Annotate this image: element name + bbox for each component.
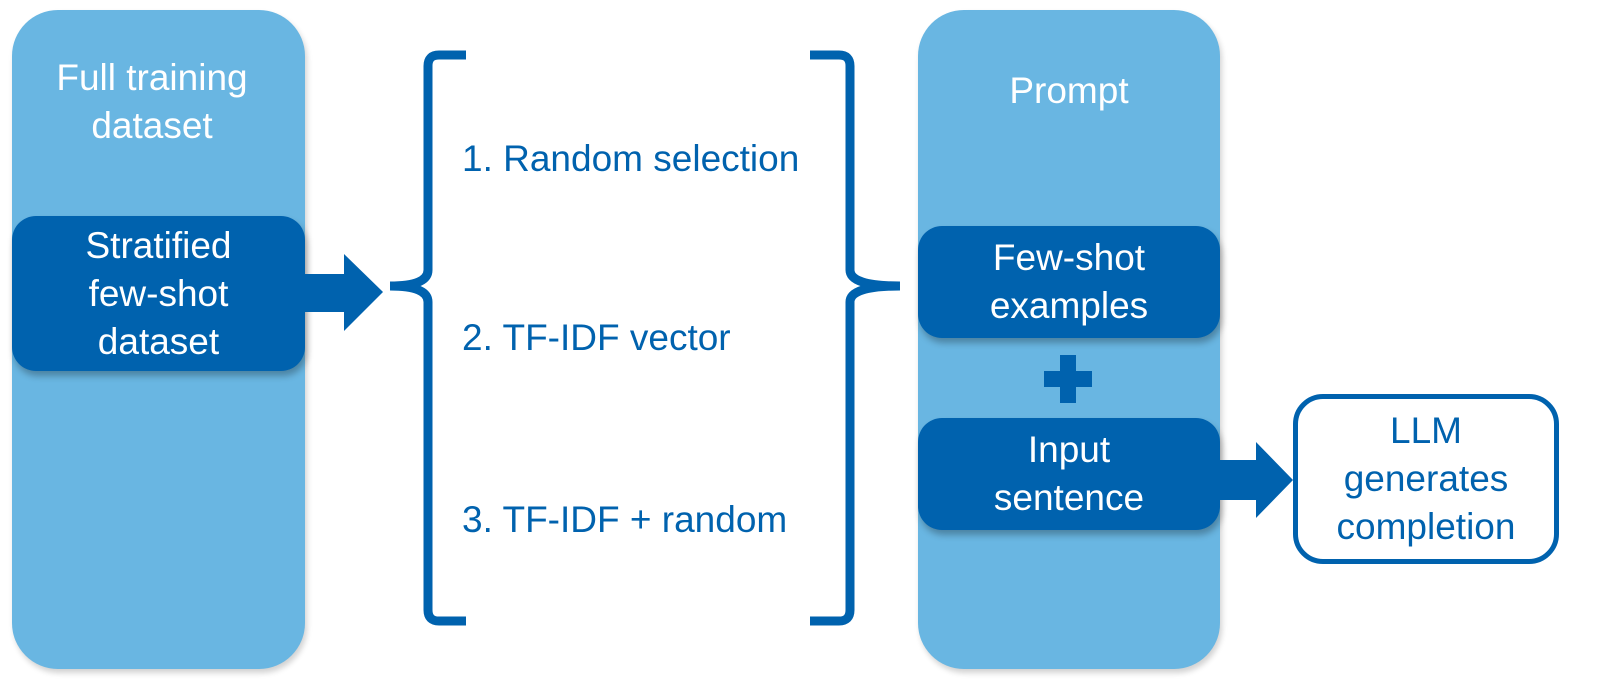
stratified-few-shot-dataset-box: Stratified few-shot dataset [12,216,305,371]
few-shot-examples-box: Few-shot examples [918,226,1220,338]
method-tfidf-random: 3. TF-IDF + random [462,499,788,540]
left-brace [389,50,466,291]
method-tfidf-vector: 2. TF-IDF vector [462,317,731,358]
right-brace-lower [810,281,901,626]
prompt-panel [918,10,1220,669]
prompt-title: Prompt [1009,70,1129,111]
input-sentence-box: Input sentence [918,418,1220,530]
llm-completion-box: LLM generates completion [1293,394,1559,564]
left-brace-lower [389,281,466,626]
right-brace [810,50,901,291]
full-training-dataset-title: Full training dataset [56,57,248,146]
arrow-right-icon [305,254,383,331]
arrow-right-icon [1220,442,1293,518]
plus-icon [1044,355,1092,403]
method-random-selection: 1. Random selection [462,138,800,179]
